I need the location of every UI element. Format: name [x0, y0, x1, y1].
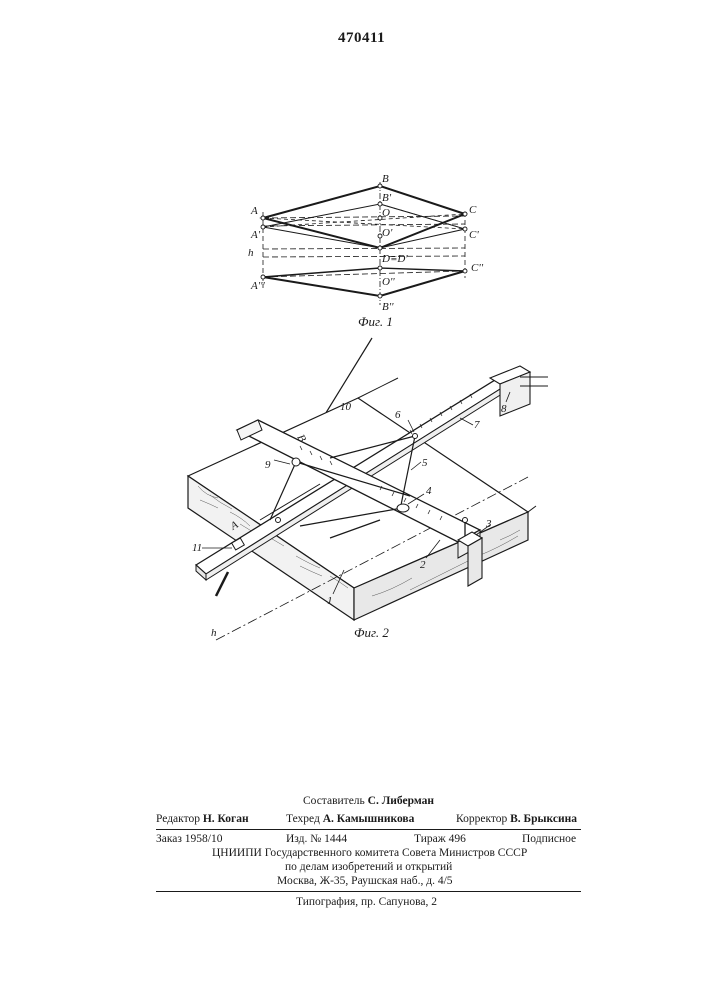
label-D: D≡D'	[381, 253, 408, 265]
corrector-name: В. Брыксина	[510, 813, 577, 825]
corrector-line: Корректор В. Брыксина	[456, 812, 577, 826]
org-line-3: Москва, Ж-35, Раушская наб., д. 4/5	[277, 874, 453, 888]
label-1: 1	[327, 595, 333, 607]
composer-line: Составитель С. Либерман	[303, 794, 434, 808]
label-2: 2	[420, 559, 426, 571]
label-B-prime: B'	[382, 192, 392, 204]
figure-1-labels: A A' h A''' B B' O O' D≡D' O'' B'' C C' …	[248, 173, 484, 313]
order-number: Заказ 1958/10	[156, 832, 223, 846]
label-3: 3	[485, 518, 492, 530]
footer-rule	[156, 829, 581, 831]
org-line-1: ЦНИИПИ Государственного комитета Совета …	[212, 846, 527, 860]
subscription: Подписное	[522, 832, 576, 846]
label-5: 5	[422, 457, 428, 469]
corrector-label: Корректор	[456, 813, 507, 825]
edition-number: Изд. № 1444	[286, 832, 347, 846]
label-7: 7	[474, 419, 480, 431]
footer-rule-2	[156, 891, 581, 893]
tech-name: А. Камышникова	[323, 813, 415, 825]
label-h-axis: h	[211, 627, 217, 639]
label-O-double-prime: O''	[382, 276, 395, 288]
org-line-2: по делам изобретений и открытий	[285, 860, 452, 874]
printing-house: Типография, пр. Сапунова, 2	[296, 895, 437, 909]
label-B-double-prime: B''	[382, 301, 394, 313]
label-h: h	[248, 247, 254, 259]
figure-2-drawing	[188, 338, 548, 640]
editor-line: Редактор Н. Коган	[156, 812, 249, 826]
label-A-prime: A'	[250, 229, 261, 241]
label-10: 10	[340, 401, 352, 413]
tech-label: Техред	[286, 813, 320, 825]
label-6: 6	[395, 409, 401, 421]
label-9: 9	[265, 459, 271, 471]
print-run: Тираж 496	[414, 832, 466, 846]
figure-1-caption: Фиг. 1	[358, 314, 393, 330]
label-B: B	[382, 173, 389, 185]
label-11: 11	[192, 542, 202, 554]
editor-label: Редактор	[156, 813, 200, 825]
label-4: 4	[426, 485, 432, 497]
label-8: 8	[501, 403, 507, 415]
label-A-triple-prime: A'''	[250, 280, 265, 292]
label-A: A	[250, 205, 258, 217]
label-C-prime: C'	[469, 229, 479, 241]
label-C-double-prime: C''	[471, 262, 484, 274]
composer-label: Составитель	[303, 795, 365, 807]
label-O: O	[382, 207, 390, 219]
figure-2-caption: Фиг. 2	[354, 625, 389, 641]
tech-line: Техред А. Камышникова	[286, 812, 414, 826]
editor-name: Н. Коган	[203, 813, 249, 825]
figure-1-diagram	[261, 182, 467, 305]
label-C: C	[469, 204, 477, 216]
composer-name: С. Либерман	[368, 795, 434, 807]
label-O-prime: O'	[382, 227, 393, 239]
